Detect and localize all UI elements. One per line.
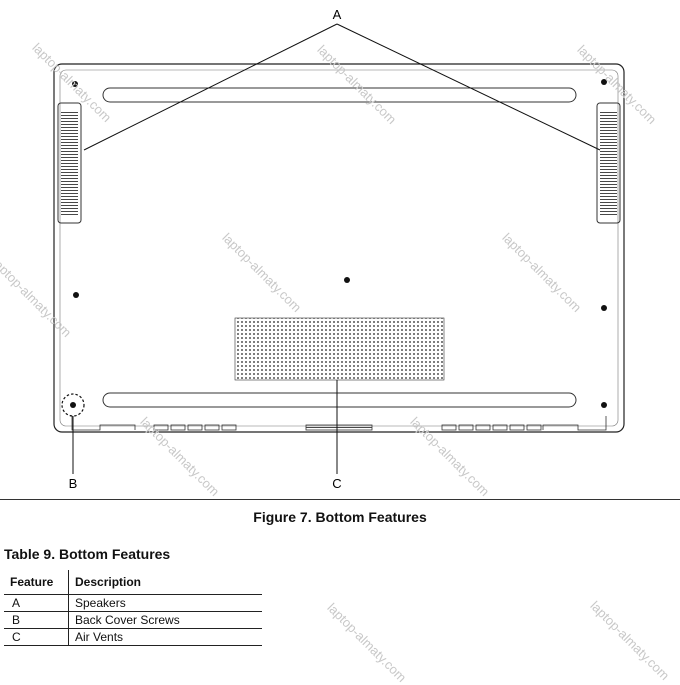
feature-cell: C	[4, 628, 69, 646]
callout-c: C	[332, 476, 341, 491]
bottom-features-figure: A B C	[53, 7, 625, 491]
watermark: laptop-almaty.com	[587, 598, 673, 684]
table-header-row: Feature Description	[4, 570, 262, 595]
figure-caption: Figure 7. Bottom Features	[253, 509, 427, 525]
description-cell: Speakers	[68, 594, 262, 612]
callout-a: A	[333, 7, 342, 22]
table-title: Table 9. Bottom Features	[4, 546, 171, 562]
description-cell: Back Cover Screws	[68, 611, 262, 629]
column-header-feature: Feature	[4, 570, 69, 595]
bottom-rubber-foot	[102, 392, 577, 408]
feature-cell: B	[4, 611, 69, 629]
screw	[72, 81, 78, 87]
screw	[601, 305, 607, 311]
screw	[601, 402, 607, 408]
table-row: C Air Vents	[4, 628, 262, 646]
screw-highlight-circle	[61, 393, 85, 417]
screw	[601, 79, 607, 85]
column-header-description: Description	[68, 570, 262, 595]
table-row: A Speakers	[4, 594, 262, 612]
bottom-features-table: Feature Description A Speakers B Back Co…	[4, 570, 262, 646]
chassis-outline	[53, 63, 625, 433]
back-cover-screws	[70, 79, 607, 408]
screw	[73, 292, 79, 298]
left-speaker	[57, 102, 82, 224]
watermark: laptop-almaty.com	[324, 600, 410, 685]
laptop-bottom-drawing: A B C	[53, 7, 625, 491]
top-rubber-foot	[102, 87, 577, 103]
bottom-edge-details	[71, 416, 607, 431]
right-speaker	[596, 102, 621, 224]
callout-b: B	[69, 476, 78, 491]
screw	[344, 277, 350, 283]
figure-divider	[0, 499, 680, 500]
air-vent-grille	[234, 317, 445, 381]
table-row: B Back Cover Screws	[4, 611, 262, 629]
screw	[70, 402, 76, 408]
callout-leader-lines	[72, 23, 601, 474]
description-cell: Air Vents	[68, 628, 262, 646]
feature-cell: A	[4, 594, 69, 612]
